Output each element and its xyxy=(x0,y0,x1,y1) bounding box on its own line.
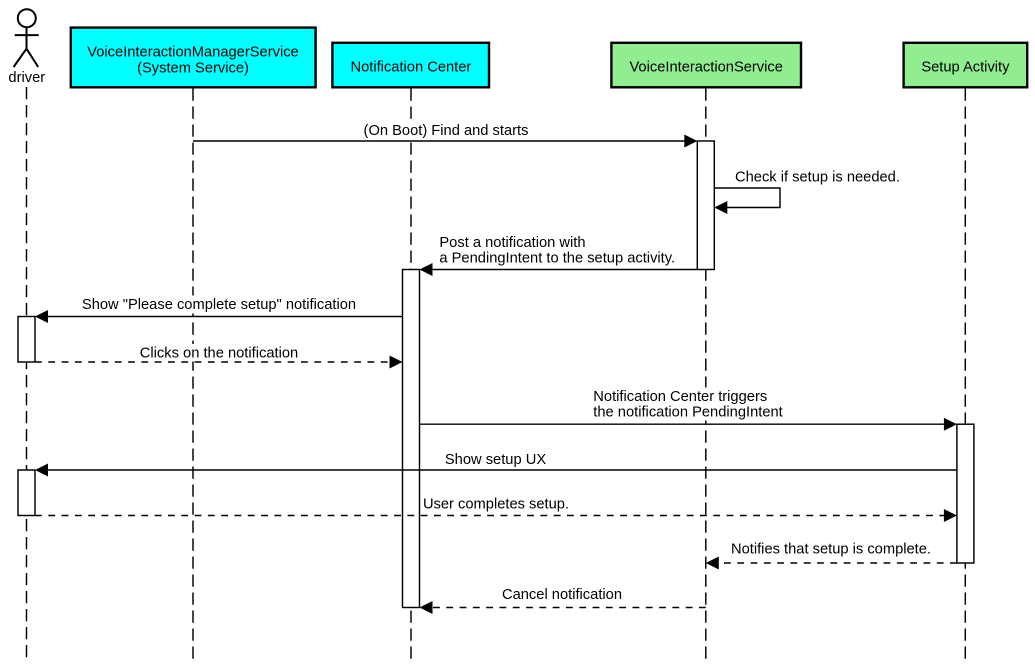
svg-text:VoiceInteractionManagerService: VoiceInteractionManagerService xyxy=(87,45,298,61)
svg-text:a PendingIntent to the setup a: a PendingIntent to the setup activity. xyxy=(439,251,675,267)
svg-text:Show "Please complete setup" n: Show "Please complete setup" notificatio… xyxy=(82,297,356,313)
svg-text:the notification PendingIntent: the notification PendingIntent xyxy=(593,405,782,421)
svg-text:(On Boot) Find and starts: (On Boot) Find and starts xyxy=(364,123,529,139)
svg-text:VoiceInteractionService: VoiceInteractionService xyxy=(629,59,783,75)
svg-text:Notification Center: Notification Center xyxy=(350,59,471,75)
svg-text:Cancel notification: Cancel notification xyxy=(502,587,622,603)
svg-text:User completes setup.: User completes setup. xyxy=(423,497,569,513)
svg-text:Notifies that setup is complet: Notifies that setup is complete. xyxy=(731,542,931,558)
svg-text:Notification Center triggers: Notification Center triggers xyxy=(593,389,767,405)
svg-text:Check if setup is needed.: Check if setup is needed. xyxy=(735,169,900,185)
svg-text:Clicks on the notification: Clicks on the notification xyxy=(140,346,298,362)
svg-text:(System Service): (System Service) xyxy=(137,61,249,77)
svg-text:Post a notification with: Post a notification with xyxy=(439,235,585,251)
svg-text:driver: driver xyxy=(8,70,45,86)
svg-text:Show setup UX: Show setup UX xyxy=(445,452,546,468)
svg-text:Setup Activity: Setup Activity xyxy=(921,60,1010,76)
